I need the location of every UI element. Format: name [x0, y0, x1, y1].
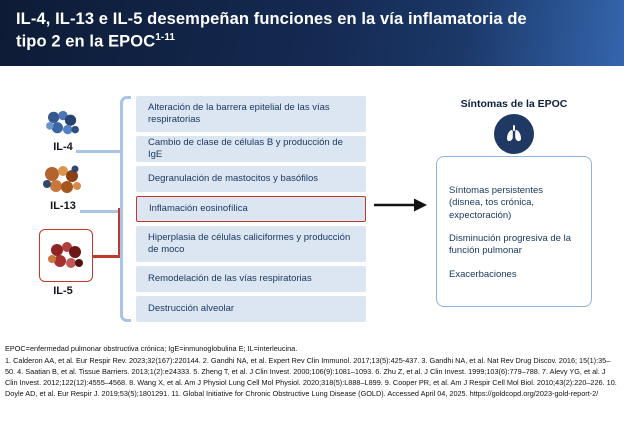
il5-label: IL-5 — [53, 285, 73, 297]
lungs-icon — [494, 114, 534, 154]
footer-abbreviations: EPOC=enfermedad pulmonar obstructiva cró… — [5, 344, 298, 353]
il4-connector-line — [76, 150, 122, 153]
il13-connector-line — [80, 210, 122, 213]
symptom-item-exacerbations: Exacerbaciones — [449, 268, 517, 280]
title-reference-superscript: 1-11 — [155, 31, 176, 43]
symptoms-title: Síntomas de la EPOC — [460, 98, 568, 110]
footer-references: 1. Calderon AA, et al. Eur Respir Rev. 2… — [5, 355, 617, 398]
effect-box-mast-cell-degranulation: Degranulación de mastocitos y basófilos — [136, 166, 366, 192]
symptom-item-persistent: Síntomas persistentes (disnea, tos cróni… — [449, 185, 543, 221]
effect-box-eosinophilic-inflammation: Inflamación eosinofílica — [136, 196, 366, 222]
effect-box-airway-remodeling: Remodelación de las vías respiratorias — [136, 266, 366, 292]
il5-eosinophilic-link-line — [118, 208, 121, 258]
il13-label: IL-13 — [50, 200, 76, 212]
symptom-item-lung-function-decline: Disminución progresiva de la función pul… — [449, 233, 571, 257]
title-banner: IL-4, IL-13 e IL-5 desempeñan funciones … — [0, 0, 624, 66]
il5-molecule-icon — [48, 241, 83, 268]
right-arrow-icon — [374, 197, 428, 218]
symptoms-box: Síntomas persistentes (disnea, tos cróni… — [436, 156, 592, 307]
il5-connector-line — [92, 255, 122, 258]
page-title-text: IL-4, IL-13 e IL-5 desempeñan funciones … — [16, 10, 527, 51]
footer: EPOC=enfermedad pulmonar obstructiva cró… — [5, 344, 619, 400]
effect-box-alveolar-destruction: Destrucción alveolar — [136, 296, 366, 322]
effect-box-epithelial-barrier: Alteración de la barrera epitelial de la… — [136, 96, 366, 132]
page-title: IL-4, IL-13 e IL-5 desempeñan funciones … — [16, 9, 561, 53]
effect-box-b-cell-class-switch: Cambio de clase de células B y producció… — [136, 136, 366, 162]
il13-molecule-icon — [40, 162, 84, 203]
effect-box-goblet-cell-hyperplasia: Hiperplasia de células caliciformes y pr… — [136, 226, 366, 262]
effects-bracket — [120, 96, 131, 322]
il4-label: IL-4 — [53, 141, 73, 153]
il5-highlight-box — [39, 229, 93, 282]
il4-molecule-icon — [44, 108, 82, 143]
